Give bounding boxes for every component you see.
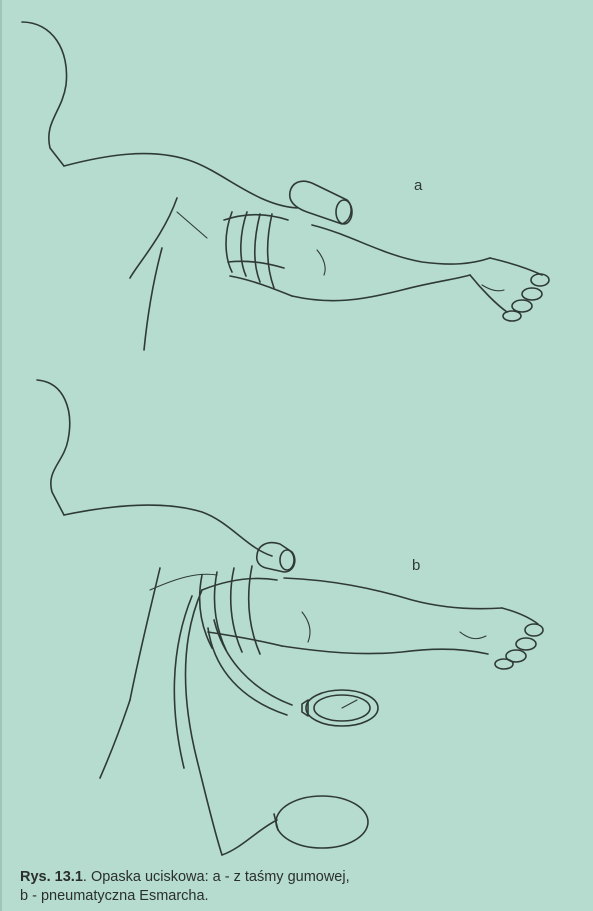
label-a: a <box>414 177 422 194</box>
figure-caption: Rys. 13.1. Opaska uciskowa: a - z taśmy … <box>20 868 585 906</box>
caption-text: . Opaska uciskowa: a - z taśmy gumowej, <box>83 869 350 885</box>
illustration-b-pneumatic-tourniquet <box>37 380 543 855</box>
label-b: b <box>412 557 420 574</box>
caption-number: Rys. 13.1 <box>20 869 83 885</box>
illustration-a-rubber-band-tourniquet <box>22 22 549 350</box>
caption-line-2: b - pneumatyczna Esmarcha. <box>20 888 209 904</box>
